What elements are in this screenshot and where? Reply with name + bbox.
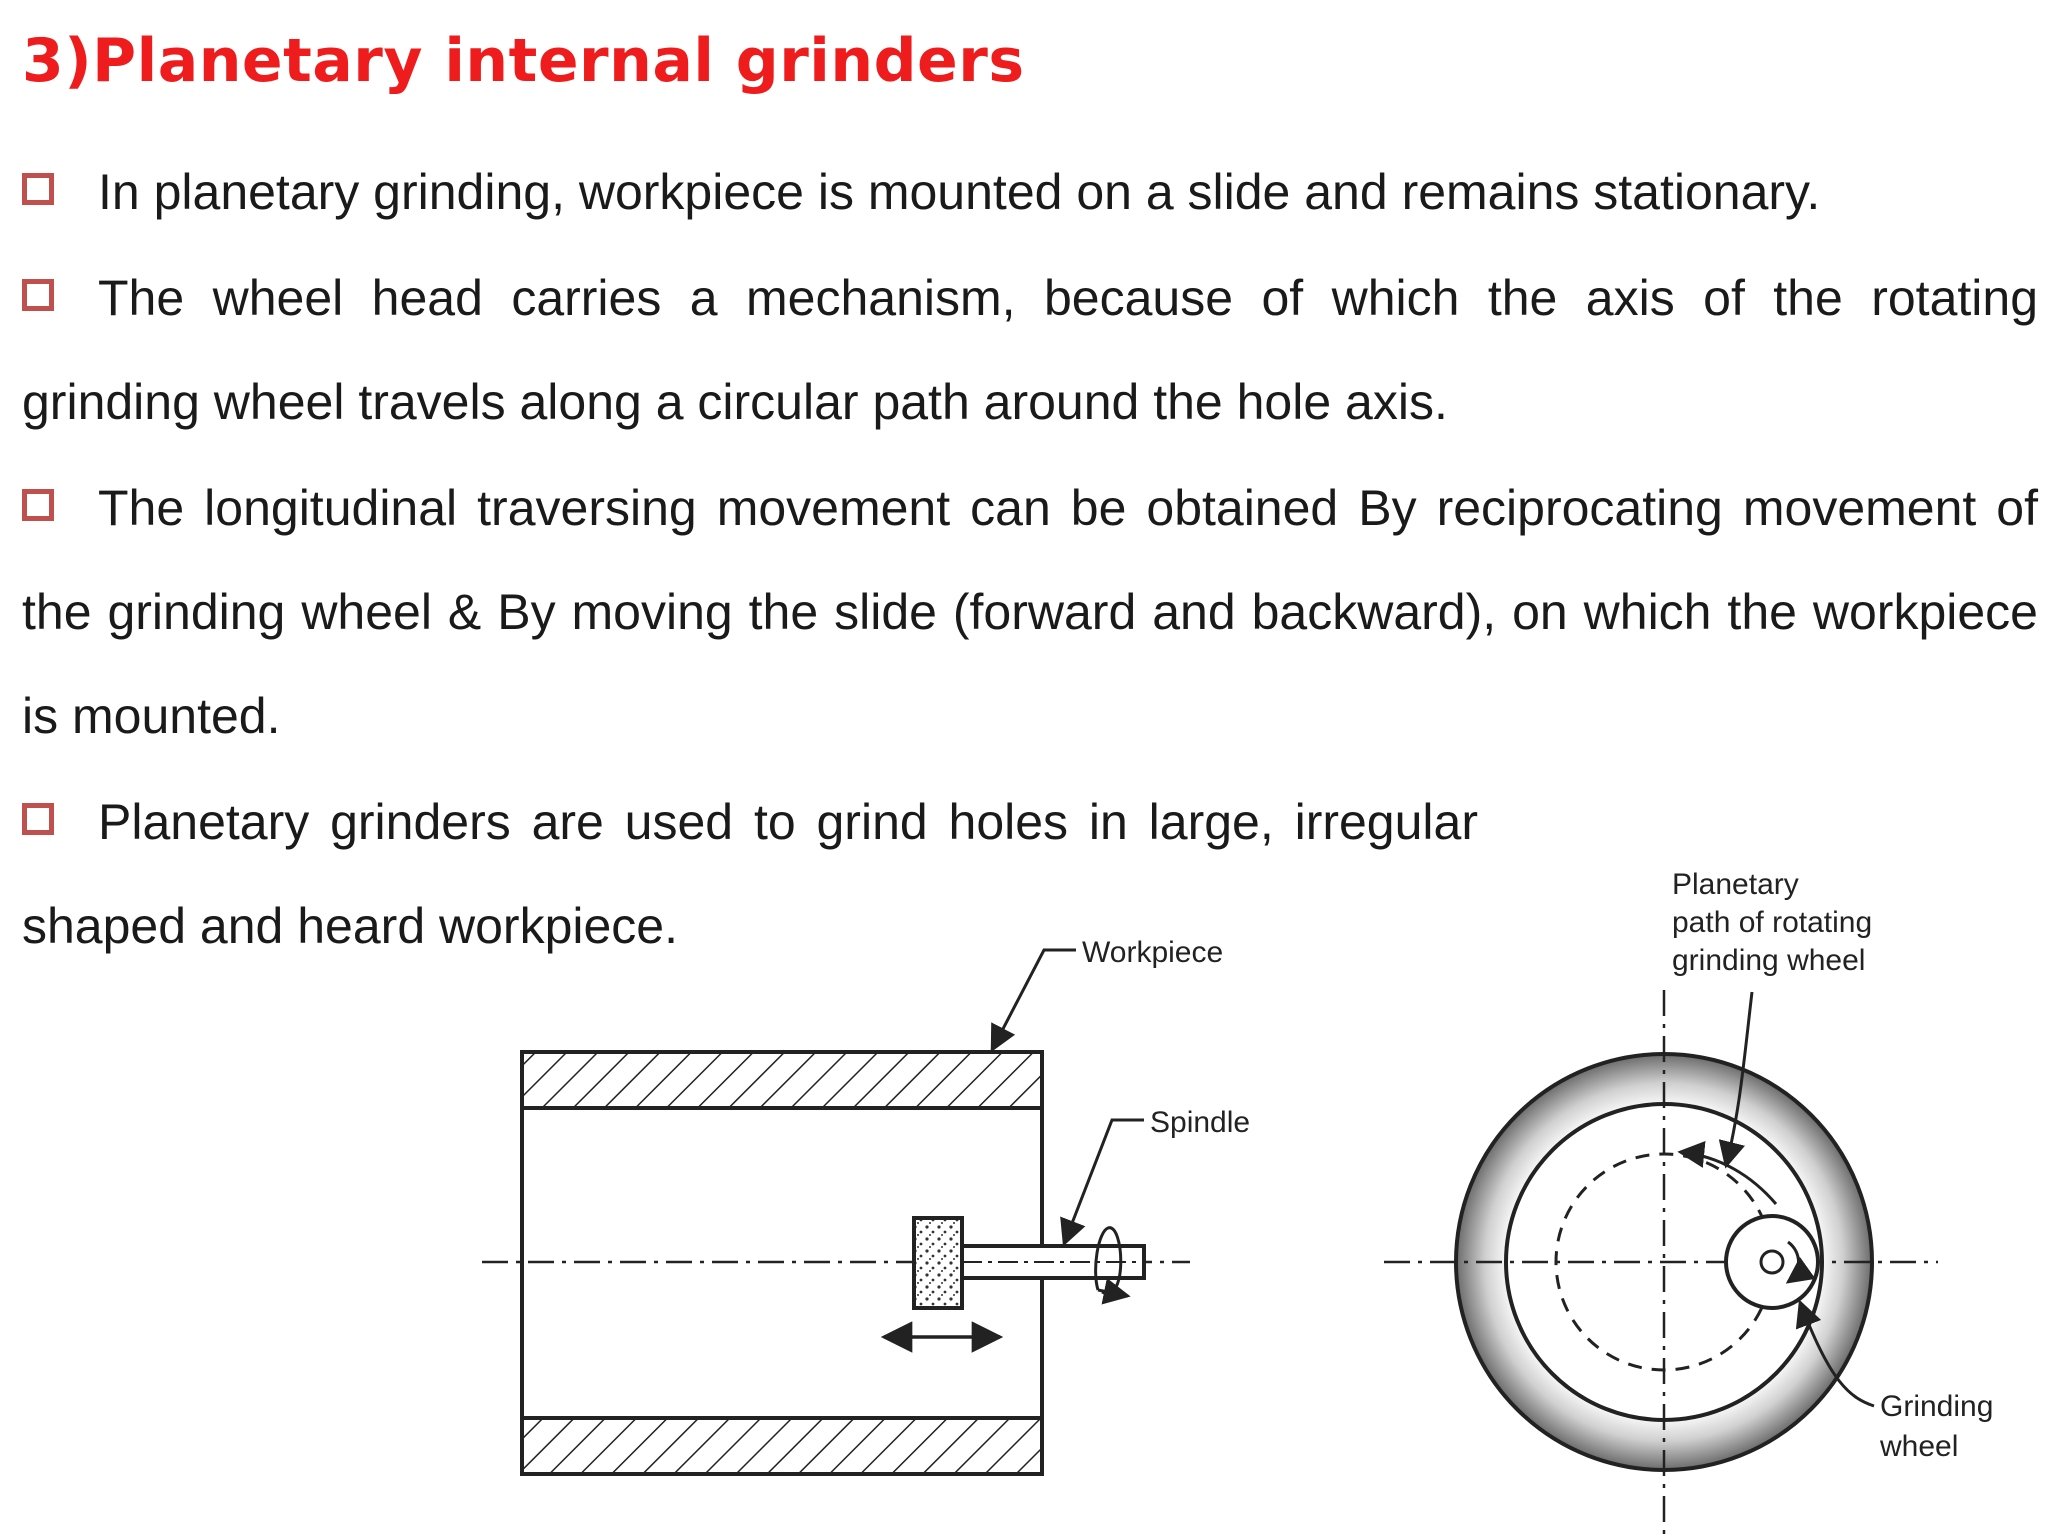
workpiece-side-view: Workpiece Spindle (482, 936, 1250, 1476)
bullet-text: In planetary grinding, workpiece is moun… (98, 164, 1821, 220)
checkbox-bullet-icon (22, 279, 54, 311)
grinding-wheel-label: Grinding wheel (1879, 1390, 2002, 1463)
checkbox-bullet-icon (22, 489, 54, 521)
bullet-item-3: The longitudinal traversing movement can… (22, 456, 2038, 768)
workpiece-end-view: Planetary path of rotating grinding whee… (1384, 868, 2002, 1536)
checkbox-bullet-icon (22, 173, 54, 205)
workpiece-top-wall (520, 1050, 1044, 1110)
grinding-wheel (912, 1216, 964, 1310)
slide-title: 3)Planetary internal grinders (22, 26, 1025, 96)
bullet-list: In planetary grinding, workpiece is moun… (22, 140, 2038, 980)
bullet-text: The wheel head carries a mechanism, beca… (22, 270, 2038, 430)
bullet-text: The longitudinal traversing movement can… (22, 480, 2038, 744)
bullet-text: Planetary grinders are used to grind hol… (22, 794, 1478, 954)
bullet-item-1: In planetary grinding, workpiece is moun… (22, 140, 2038, 244)
bullet-item-4: Planetary grinders are used to grind hol… (22, 770, 2038, 978)
workpiece-label: Workpiece (1082, 936, 1223, 969)
bullet-item-2: The wheel head carries a mechanism, beca… (22, 246, 2038, 454)
workpiece-bottom-wall (520, 1416, 1044, 1476)
wheel-rotation-arrow-icon (1785, 1240, 1816, 1284)
planetary-path-label: Planetary path of rotating grinding whee… (1672, 868, 1881, 977)
rotation-arrow-icon (1097, 1277, 1131, 1305)
spindle-label: Spindle (1150, 1106, 1250, 1139)
checkbox-bullet-icon (22, 803, 54, 835)
